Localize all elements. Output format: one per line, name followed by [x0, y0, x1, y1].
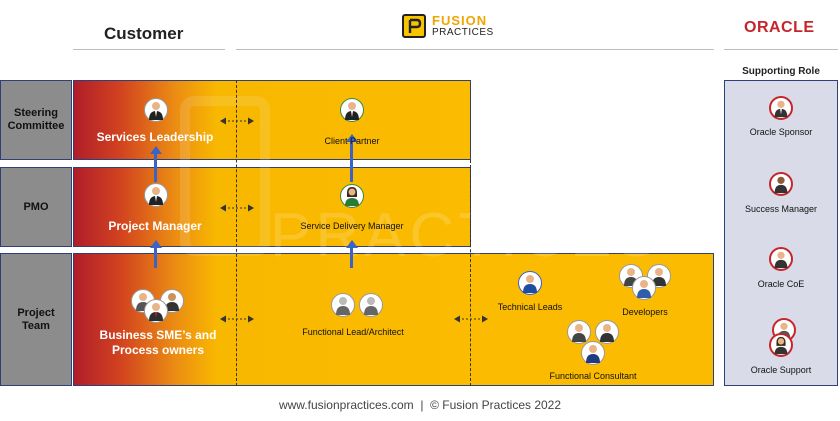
- oracle-header-rule: [724, 49, 838, 50]
- brand-name: FUSION: [432, 13, 488, 28]
- customer-header: Customer: [104, 24, 184, 43]
- fusion-logo-icon: [402, 14, 426, 38]
- person-icon-client-partner: [340, 98, 364, 122]
- double-arrow-team-right: [454, 315, 488, 323]
- person-icon-project-manager: [144, 183, 168, 207]
- developers-label: Developers: [622, 307, 668, 317]
- person-icon-oracle-coe: [769, 247, 793, 271]
- project-team-band-extension: [470, 253, 714, 386]
- divider-customer-fusion: [236, 80, 237, 386]
- person-icon-service-delivery-manager: [340, 184, 364, 208]
- steering-band: [73, 80, 471, 160]
- person-icon-functional-lead-1: [331, 293, 355, 317]
- arrow-sme-to-pm: [154, 246, 157, 268]
- customer-header-rule: [73, 49, 225, 50]
- person-icon-oracle-support: [769, 333, 793, 357]
- watermark-line2: PRACTICES: [270, 201, 661, 270]
- arrow-sdm-to-partner: [350, 140, 353, 182]
- arrow-lead-to-sdm-head: [345, 240, 358, 248]
- oracle-coe-label: Oracle CoE: [757, 279, 805, 289]
- person-icon-developer-3: [632, 276, 656, 300]
- project-team-band: [73, 253, 471, 386]
- brand-subname: PRACTICES: [432, 27, 494, 38]
- arrow-sme-to-pm-head: [149, 240, 162, 248]
- arrow-lead-to-sdm: [350, 246, 353, 268]
- business-sme-label: Business SME’s and Process owners: [99, 328, 217, 357]
- arrow-sdm-to-partner-head: [345, 134, 358, 142]
- double-arrow-pmo: [220, 204, 254, 212]
- functional-consultant-label: Functional Consultant: [549, 371, 637, 381]
- watermark-logo-shape: [180, 96, 270, 256]
- person-icon-oracle-sponsor: [769, 96, 793, 120]
- arrow-pm-to-leadership: [154, 152, 157, 182]
- oracle-sponsor-label: Oracle Sponsor: [749, 127, 813, 137]
- divider-fusion-extended: [470, 160, 471, 386]
- person-icon-technical-lead: [518, 271, 542, 295]
- watermark-line1: FUSION: [480, 101, 719, 168]
- project-manager-label: Project Manager: [108, 219, 202, 233]
- oracle-support-label: Oracle Support: [750, 365, 812, 375]
- footer-text: www.fusionpractices.com | © Fusion Pract…: [278, 398, 562, 412]
- fusion-practices-logo: FUSION PRACTICES: [402, 13, 512, 44]
- person-icon-functional-consultant-3: [581, 341, 605, 365]
- person-icon-sme-3: [144, 299, 168, 323]
- success-manager-label: Success Manager: [744, 204, 818, 214]
- oracle-logo: ORACLE: [744, 19, 815, 36]
- arrow-pm-to-leadership-head: [149, 146, 162, 154]
- double-arrow-team-left: [220, 315, 254, 323]
- technical-leads-label: Technical Leads: [497, 302, 563, 312]
- supporting-role-title: Supporting Role: [742, 66, 820, 77]
- person-icon-functional-lead-2: [359, 293, 383, 317]
- service-delivery-manager-label: Service Delivery Manager: [300, 221, 404, 231]
- services-leadership-label: Services Leadership: [96, 130, 214, 144]
- double-arrow-steering: [220, 117, 254, 125]
- person-icon-success-manager: [769, 172, 793, 196]
- pmo-band: [73, 167, 471, 247]
- person-icon-functional-consultant-2: [595, 320, 619, 344]
- client-partner-label: Client Partner: [324, 136, 380, 146]
- functional-lead-label: Functional Lead/Architect: [302, 327, 404, 337]
- row-label-project-team: Project Team: [0, 253, 72, 386]
- row-label-pmo: PMO: [0, 167, 72, 247]
- person-icon-services-leadership: [144, 98, 168, 122]
- row-label-steering-committee: Steering Committee: [0, 80, 72, 160]
- fusion-header-rule: [236, 49, 714, 50]
- person-icon-functional-consultant-1: [567, 320, 591, 344]
